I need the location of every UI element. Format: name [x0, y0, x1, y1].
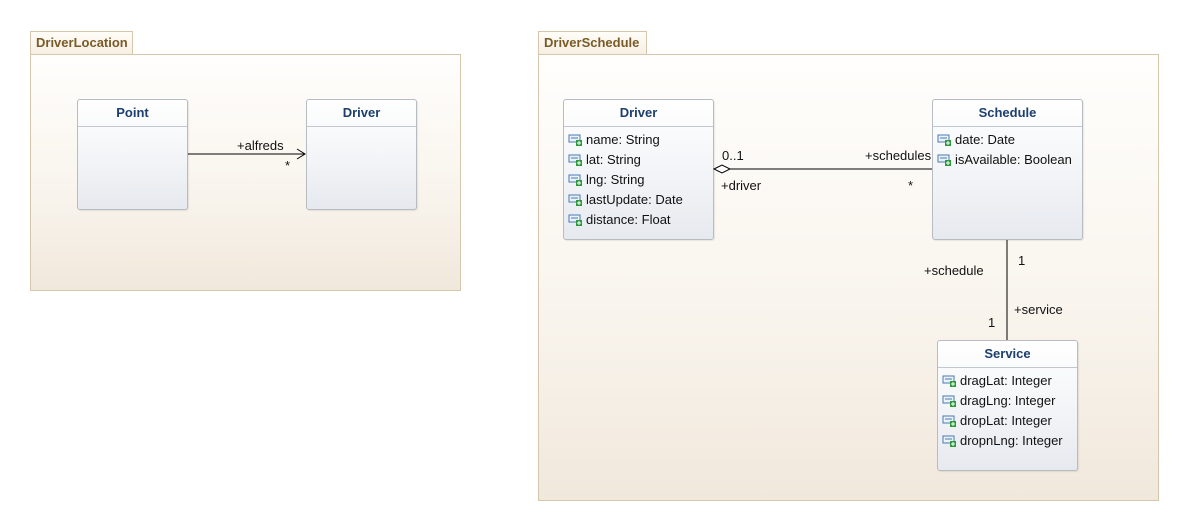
attribute-icon — [942, 435, 956, 447]
attribute-list: date: Date isAvailable: Boolean — [933, 127, 1082, 170]
attribute-icon — [942, 375, 956, 387]
attribute-text: dragLat: Integer — [960, 373, 1052, 388]
arrowhead-icon — [296, 148, 306, 160]
class-name: Schedule — [933, 100, 1082, 127]
attribute-text: lng: String — [586, 172, 645, 187]
multiplicity-label: * — [285, 158, 291, 173]
attribute-icon — [568, 174, 582, 186]
class-name: Service — [938, 341, 1077, 368]
class-service[interactable]: Service dragLat: Integer dragLng: Intege… — [937, 340, 1078, 471]
attribute-row[interactable]: isAvailable: Boolean — [933, 150, 1082, 170]
class-name: Point — [78, 100, 187, 127]
attribute-row[interactable]: dragLng: Integer — [938, 391, 1077, 411]
class-name: Driver — [564, 100, 713, 127]
attribute-icon — [568, 214, 582, 226]
multiplicity-label: * — [908, 178, 914, 193]
package-tab-driver-schedule[interactable]: DriverSchedule — [538, 31, 647, 54]
attribute-row[interactable]: lastUpdate: Date — [564, 190, 713, 210]
attribute-row[interactable]: lng: String — [564, 170, 713, 190]
attribute-icon — [942, 395, 956, 407]
role-label-schedule: +schedule — [924, 263, 984, 278]
attribute-text: dragLng: Integer — [960, 393, 1056, 408]
multiplicity-label: 1 — [1018, 253, 1026, 268]
attribute-text: lat: String — [586, 152, 641, 167]
aggregation-diamond-icon — [712, 164, 732, 174]
attribute-text: lastUpdate: Date — [586, 192, 683, 207]
attribute-row[interactable]: dragLat: Integer — [938, 371, 1077, 391]
attribute-list: dragLat: Integer dragLng: Integer dropLa… — [938, 368, 1077, 451]
attribute-text: date: Date — [955, 132, 1015, 147]
class-schedule[interactable]: Schedule date: Date isAvailable: Boolean — [932, 99, 1083, 240]
role-label-service: +service — [1014, 302, 1063, 317]
package-tab-driver-location[interactable]: DriverLocation — [30, 31, 133, 54]
attribute-row[interactable]: name: String — [564, 130, 713, 150]
role-label-schedules: +schedules — [865, 148, 932, 163]
attribute-text: dropLat: Integer — [960, 413, 1052, 428]
class-name: Driver — [307, 100, 416, 127]
attribute-icon — [568, 154, 582, 166]
class-driver-location-driver[interactable]: Driver — [306, 99, 417, 210]
attribute-list: name: String lat: String lng: String las… — [564, 127, 713, 230]
attribute-row[interactable]: distance: Float — [564, 210, 713, 230]
attribute-icon — [568, 194, 582, 206]
multiplicity-label: 0..1 — [722, 148, 744, 163]
attribute-icon — [568, 134, 582, 146]
role-label-alfreds: +alfreds — [237, 138, 284, 153]
role-label-driver: +driver — [721, 178, 762, 193]
attribute-text: distance: Float — [586, 212, 671, 227]
attribute-row[interactable]: date: Date — [933, 130, 1082, 150]
attribute-icon — [937, 154, 951, 166]
attribute-text: dropnLng: Integer — [960, 433, 1063, 448]
attribute-text: isAvailable: Boolean — [955, 152, 1072, 167]
attribute-row[interactable]: dropLat: Integer — [938, 411, 1077, 431]
class-driver[interactable]: Driver name: String lat: String lng: Str… — [563, 99, 714, 240]
attribute-text: name: String — [586, 132, 660, 147]
multiplicity-label: 1 — [988, 315, 996, 330]
attribute-icon — [942, 415, 956, 427]
attribute-icon — [937, 134, 951, 146]
attribute-row[interactable]: lat: String — [564, 150, 713, 170]
class-point[interactable]: Point — [77, 99, 188, 210]
attribute-row[interactable]: dropnLng: Integer — [938, 431, 1077, 451]
